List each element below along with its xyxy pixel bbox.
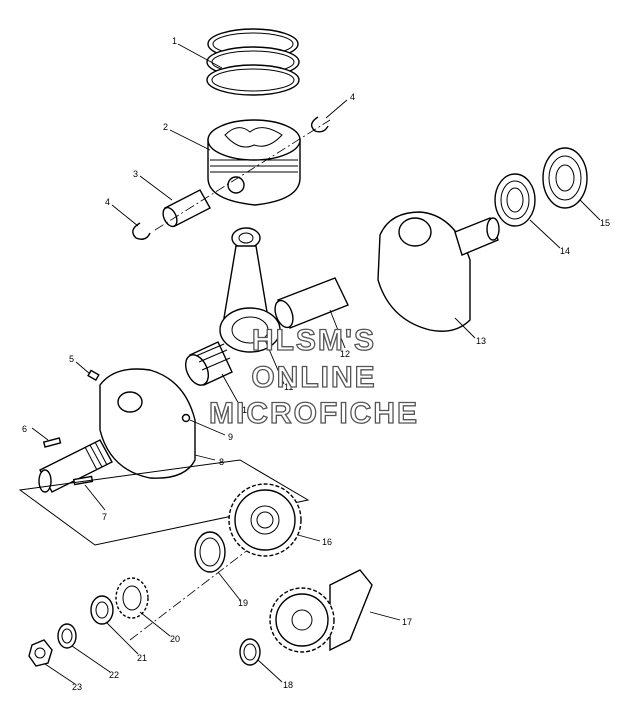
gear-17-balance-shaft <box>269 569 373 653</box>
callout-16: 16 <box>322 537 332 547</box>
nut-23 <box>28 639 53 667</box>
callout-20: 20 <box>170 634 180 644</box>
callout-4-right: 4 <box>350 92 355 102</box>
callout-14: 14 <box>560 246 570 256</box>
wrist-pin <box>162 189 211 228</box>
callout-17: 17 <box>402 617 412 627</box>
group-bracket <box>18 459 310 546</box>
callout-15: 15 <box>600 218 610 228</box>
needle-bearing <box>184 341 233 386</box>
ball-bearing-inner <box>494 173 536 227</box>
piston <box>207 119 301 206</box>
watermark: HLSM'S ONLINE MICROFICHE <box>208 323 419 430</box>
circlip-right <box>310 116 329 133</box>
key-6 <box>42 437 62 448</box>
callout-23: 23 <box>72 682 82 692</box>
callout-3: 3 <box>133 169 138 179</box>
callout-13: 13 <box>476 336 486 346</box>
callout-1: 1 <box>172 36 177 46</box>
circlip-left <box>132 222 151 240</box>
callout-5: 5 <box>69 354 74 364</box>
callout-21: 21 <box>137 653 147 663</box>
callout-18: 18 <box>283 680 293 690</box>
watermark-line-1: HLSM'S <box>252 324 376 357</box>
gear-20 <box>115 577 149 619</box>
callout-2: 2 <box>163 122 168 132</box>
washer-18 <box>239 638 261 666</box>
callout-8: 8 <box>219 457 224 467</box>
nut-21 <box>90 595 114 625</box>
callout-19: 19 <box>238 598 248 608</box>
piston-rings <box>206 28 300 96</box>
callout-10: 10 <box>242 405 252 415</box>
crank-pin <box>274 277 349 329</box>
key-5 <box>87 369 100 382</box>
washer-22 <box>57 623 77 649</box>
watermark-line-2: ONLINE <box>251 361 376 394</box>
leader-lines <box>31 43 601 685</box>
ball-9 <box>181 413 191 423</box>
crankshaft-half-right <box>377 211 500 332</box>
gear-16 <box>228 483 302 557</box>
callout-22: 22 <box>109 670 119 680</box>
washer-19 <box>194 531 226 573</box>
callout-labels: 1 2 3 4 4 5 6 7 8 9 10 11 12 13 14 15 16… <box>22 36 610 692</box>
crankshaft-half-left <box>38 368 196 493</box>
callout-7: 7 <box>102 512 107 522</box>
watermark-line-3: MICROFICHE <box>209 397 419 430</box>
callout-9: 9 <box>228 432 233 442</box>
callout-6: 6 <box>22 424 27 434</box>
ball-bearing-outer <box>542 147 588 209</box>
callout-11: 11 <box>284 382 293 392</box>
callout-4-left: 4 <box>105 197 110 207</box>
callout-12: 12 <box>340 349 350 359</box>
